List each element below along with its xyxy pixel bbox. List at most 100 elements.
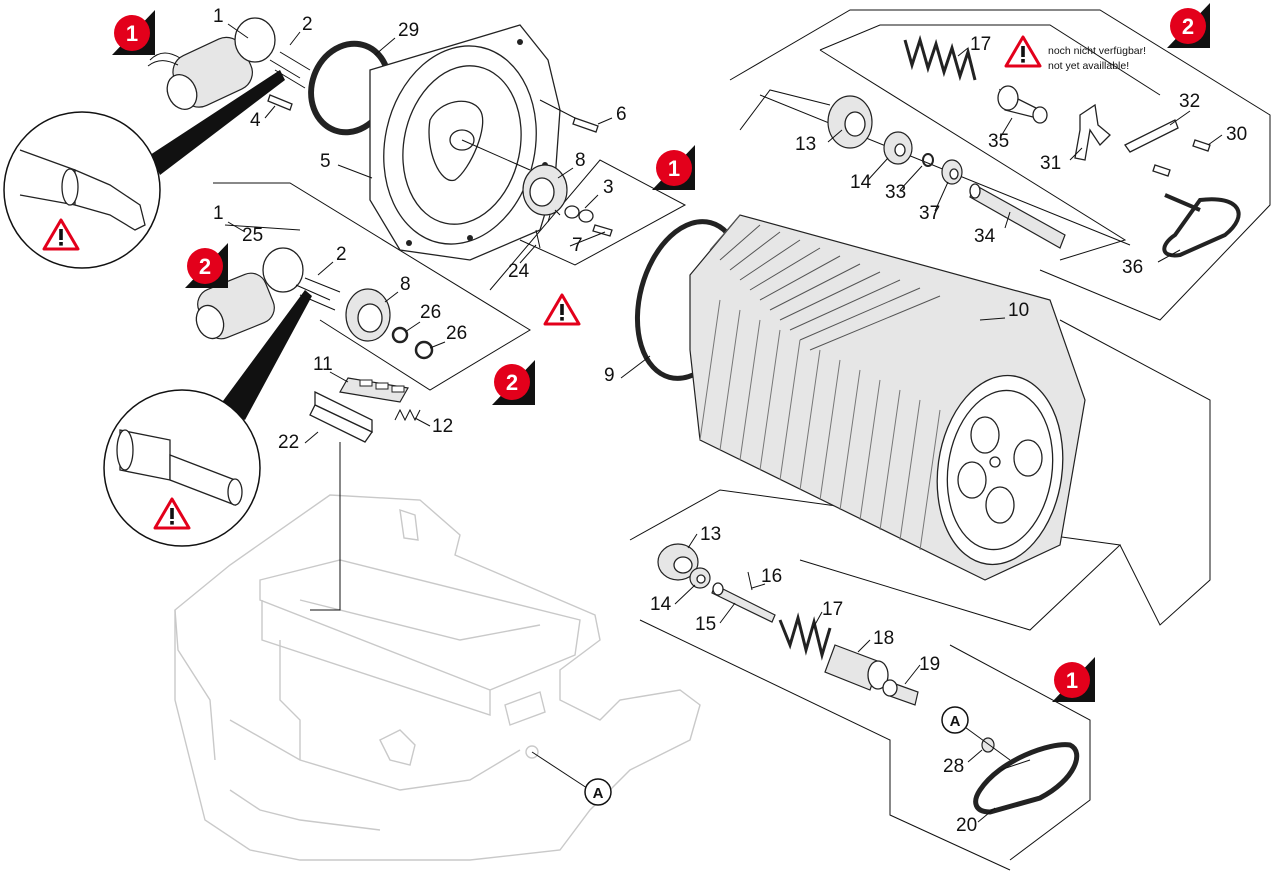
- circle-a-marker-handle: A: [941, 706, 1011, 761]
- availability-note-en: not yet availlable!: [1048, 60, 1129, 72]
- screw-part-4: [267, 94, 293, 111]
- callout-2: 2: [302, 14, 313, 35]
- motor-part-1-lower: [195, 247, 341, 340]
- callout-26-a: 26: [420, 302, 441, 323]
- callout-35: 35: [988, 131, 1009, 152]
- callout-31: 31: [1040, 153, 1061, 174]
- washer-part-14-lower: [689, 567, 711, 589]
- warning-triangle-icon: [1004, 35, 1042, 68]
- svg-text:A: A: [593, 785, 604, 802]
- callout-5: 5: [320, 151, 331, 172]
- detail-circle-shaft-top: [3, 70, 285, 269]
- callout-26-b: 26: [446, 323, 467, 344]
- callout-4: 4: [250, 110, 261, 131]
- shaft-part-34: [969, 183, 1066, 249]
- svg-text:1: 1: [668, 156, 680, 181]
- callout-36: 36: [1122, 257, 1143, 278]
- holder-part-22: [309, 390, 373, 443]
- callout-2-lower: 2: [336, 244, 347, 265]
- callout-16: 16: [761, 566, 782, 587]
- availability-note-de: noch nicht verfügbar!: [1048, 45, 1146, 57]
- flange-plate-part-5: [369, 24, 561, 261]
- pin-part-24: [535, 229, 541, 249]
- screw-part-7: [592, 224, 613, 237]
- badge-top-right: 2: [1167, 3, 1210, 48]
- screw-part-30: [1192, 139, 1211, 152]
- spring-part-17-upper: [903, 34, 977, 82]
- sleeve-part-18: [824, 644, 889, 691]
- callout-25: 25: [242, 225, 263, 246]
- callout-1-lower: 1: [213, 203, 224, 224]
- callout-13: 13: [795, 134, 816, 155]
- svg-text:2: 2: [199, 254, 211, 279]
- callout-1: 1: [213, 6, 224, 27]
- svg-text:1: 1: [1066, 668, 1078, 693]
- detail-circle-shaft-bottom: [103, 290, 312, 547]
- spring-part-17-lower: [778, 612, 832, 661]
- handle-part-36: [1152, 164, 1241, 258]
- callout-14-lower: 14: [650, 594, 672, 615]
- svg-text:2: 2: [506, 370, 518, 395]
- washer-part-3: [564, 205, 594, 223]
- callout-33: 33: [885, 182, 906, 203]
- callout-14: 14: [850, 172, 872, 193]
- badge-top-left: 1: [112, 10, 155, 55]
- callout-22: 22: [278, 432, 299, 453]
- motor-part-1: [147, 17, 311, 111]
- callout-9: 9: [604, 365, 615, 386]
- callout-19: 19: [919, 654, 940, 675]
- callout-6: 6: [616, 104, 627, 125]
- callout-17-lower: 17: [822, 599, 843, 620]
- coupling-part-8-lower: [345, 288, 391, 342]
- bearing-part-13-lower: [657, 543, 699, 581]
- bushing-part-35: [997, 85, 1048, 124]
- washer-part-37: [941, 159, 963, 185]
- callout-17: 17: [970, 34, 991, 55]
- svg-text:1: 1: [126, 21, 138, 46]
- badge-mid-low: 2: [492, 360, 535, 405]
- brush-drum-part-10: [689, 214, 1086, 581]
- callout-labels: 1 2 29 4 5 6 8 3 7 24 1 25 2 8 26 26 11 …: [213, 6, 1247, 836]
- callout-8-lower: 8: [400, 274, 411, 295]
- callout-20: 20: [956, 815, 977, 836]
- callout-29: 29: [398, 20, 419, 41]
- callout-30: 30: [1226, 124, 1247, 145]
- callout-24: 24: [508, 261, 530, 282]
- brush-part-11: [339, 377, 409, 403]
- o-ring-part-26: [391, 326, 434, 360]
- callout-8: 8: [575, 150, 586, 171]
- pin-part-16: [747, 571, 753, 591]
- badge-lower-right: 1: [1052, 657, 1095, 702]
- bearing-part-13-upper: [827, 95, 873, 149]
- callout-15: 15: [695, 614, 716, 635]
- bushing-part-19: [882, 679, 919, 706]
- bracket-part-32: [1124, 119, 1179, 153]
- ring-part-33: [922, 153, 934, 167]
- badge-left: 2: [185, 243, 228, 288]
- handle-part-20: [973, 742, 1080, 815]
- callout-10: 10: [1008, 300, 1029, 321]
- badge-middle: 1: [652, 145, 695, 190]
- assembly-frame-lines: [213, 9, 1271, 871]
- callout-11: 11: [313, 354, 333, 375]
- circle-a-marker-frame: A: [584, 778, 612, 806]
- callout-37: 37: [919, 203, 940, 224]
- machine-frame-ghost: [174, 494, 701, 861]
- coupling-part-8-upper: [522, 164, 568, 223]
- callout-18: 18: [873, 628, 894, 649]
- lever-part-31: [1074, 103, 1111, 161]
- svg-text:2: 2: [1182, 14, 1194, 39]
- svg-text:A: A: [950, 713, 961, 730]
- callout-12: 12: [432, 416, 453, 437]
- callout-34: 34: [974, 226, 996, 247]
- washer-part-14-upper: [883, 131, 913, 165]
- callout-leaders: [227, 23, 1223, 823]
- callout-3: 3: [603, 177, 614, 198]
- washer-part-28: [981, 737, 995, 753]
- callout-32: 32: [1179, 91, 1200, 112]
- pin-part-15: [711, 582, 776, 623]
- screw-part-6: [539, 99, 599, 133]
- callout-13-lower: 13: [700, 524, 721, 545]
- callout-28: 28: [943, 756, 964, 777]
